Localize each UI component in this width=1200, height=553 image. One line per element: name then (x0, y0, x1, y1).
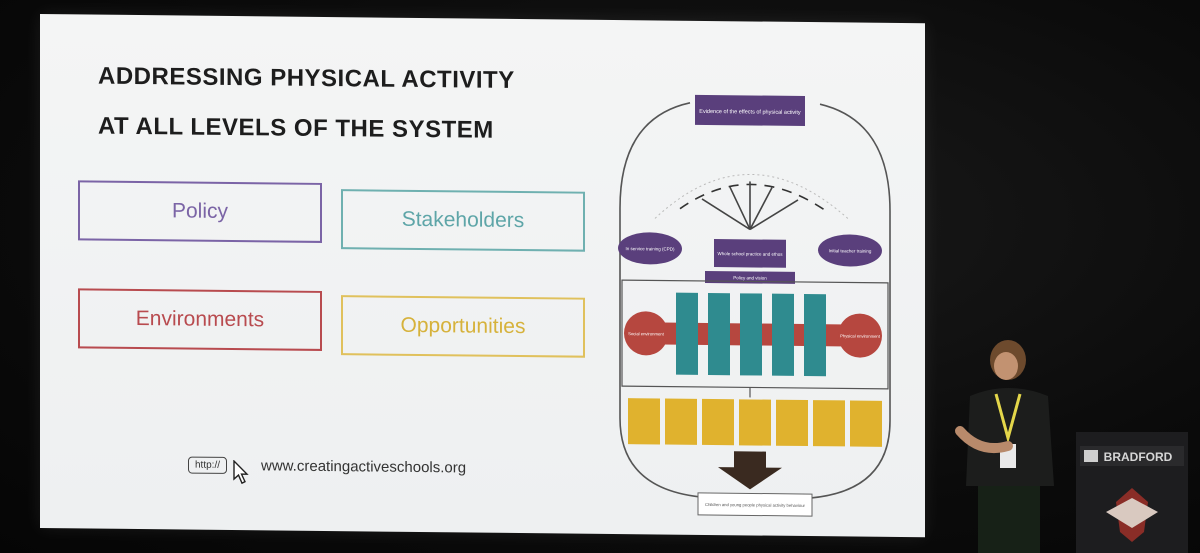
slide-title-line2: AT ALL LEVELS OF THE SYSTEM (98, 112, 494, 144)
opportunity-box (665, 398, 697, 445)
physical-environment-circle (838, 313, 882, 358)
policy-box: Policy (78, 180, 322, 243)
stakeholder-column (676, 292, 698, 375)
opportunity-box (702, 398, 734, 446)
stakeholder-column (772, 293, 794, 376)
cpd-oval-text: In service training (CPD) (625, 246, 675, 252)
opportunity-box (850, 400, 882, 447)
system-diagram: Evidence of the effects of physical acti… (618, 94, 891, 517)
cpd-oval (618, 232, 682, 265)
stakeholder-column (708, 292, 730, 376)
environments-box: Environments (78, 288, 322, 351)
evidence-box (695, 94, 805, 127)
opportunity-box (813, 400, 845, 447)
opportunity-box (739, 399, 771, 446)
whole-school-box (714, 239, 786, 268)
evidence-box-text: Evidence of the effects of physical acti… (699, 109, 801, 116)
slide-title-line1: ADDRESSING PHYSICAL ACTIVITY (98, 62, 515, 94)
projection-screen: ADDRESSING PHYSICAL ACTIVITY AT ALL LEVE… (40, 14, 925, 538)
whole-school-box-text: Whole school practice and ethos (717, 251, 783, 257)
stakeholders-box: Stakeholders (341, 189, 585, 252)
policy-band-text: Policy and vision (733, 275, 767, 280)
website-url[interactable]: www.creatingactiveschools.org (261, 456, 467, 476)
physical-environment-text: Physical environment (840, 333, 881, 338)
social-environment-circle (624, 311, 668, 356)
behaviour-box-text: Children and young people physical activ… (705, 502, 805, 508)
university-banner: BRADFORD (1076, 432, 1188, 553)
banner-text: BRADFORD (1104, 450, 1173, 464)
opportunity-box (628, 398, 660, 445)
itt-oval (818, 234, 882, 267)
opportunity-box (776, 399, 808, 447)
mouse-cursor-icon (233, 460, 249, 485)
itt-oval-text: Initial teacher training (829, 248, 872, 253)
opportunities-box: Opportunities (341, 295, 585, 358)
presenter-silhouette (955, 340, 1054, 553)
website-link-row[interactable]: http:// www.creatingactiveschools.org (188, 446, 466, 487)
behaviour-box (697, 492, 813, 517)
http-badge: http:// (188, 456, 228, 474)
stakeholder-column (804, 294, 826, 377)
stakeholder-column (740, 293, 762, 376)
down-arrow-icon (718, 451, 782, 490)
social-environment-text: Social environment (628, 331, 664, 336)
